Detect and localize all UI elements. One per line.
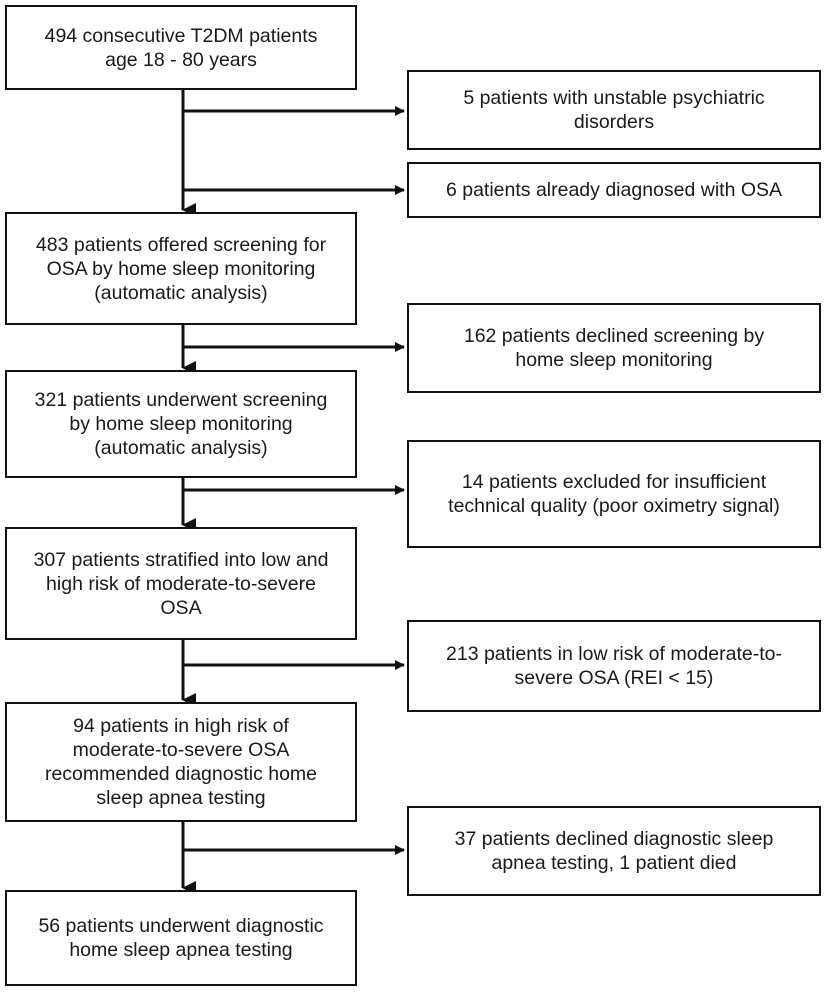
main-box-1: 494 consecutive T2DM patients age 18 - 8… bbox=[5, 5, 357, 90]
exclusion-box-5: 213 patients in low risk of moderate-to-… bbox=[407, 620, 821, 712]
main-box-4: 307 patients stratified into low and hig… bbox=[5, 527, 357, 640]
exclusion-box-3-text: 162 patients declined screening by home … bbox=[463, 325, 765, 371]
exclusion-box-4: 14 patients excluded for insufficient te… bbox=[407, 440, 821, 548]
main-box-6-text: 56 patients underwent diagnostic home sl… bbox=[38, 915, 324, 961]
exclusion-box-1: 5 patients with unstable psychiatric dis… bbox=[407, 70, 821, 150]
main-box-1-text: 494 consecutive T2DM patients age 18 - 8… bbox=[44, 24, 318, 71]
main-box-6: 56 patients underwent diagnostic home sl… bbox=[5, 890, 357, 986]
main-box-2-text: 483 patients offered screening for OSA b… bbox=[35, 233, 327, 304]
exclusion-box-1-text: 5 patients with unstable psychiatric dis… bbox=[463, 87, 765, 133]
main-box-4-text: 307 patients stratified into low and hig… bbox=[33, 548, 329, 619]
main-box-2: 483 patients offered screening for OSA b… bbox=[5, 212, 357, 325]
main-box-5: 94 patients in high risk of moderate-to-… bbox=[5, 702, 357, 822]
exclusion-box-5-text: 213 patients in low risk of moderate-to-… bbox=[446, 643, 782, 689]
main-box-5-text: 94 patients in high risk of moderate-to-… bbox=[44, 715, 318, 809]
exclusion-box-6: 37 patients declined diagnostic sleep ap… bbox=[407, 806, 821, 896]
exclusion-box-6-text: 37 patients declined diagnostic sleep ap… bbox=[454, 828, 774, 874]
exclusion-box-2: 6 patients already diagnosed with OSA bbox=[407, 162, 821, 218]
main-box-3-text: 321 patients underwent screening by home… bbox=[34, 389, 328, 459]
exclusion-box-4-text: 14 patients excluded for insufficient te… bbox=[448, 471, 780, 517]
exclusion-box-3: 162 patients declined screening by home … bbox=[407, 303, 821, 393]
exclusion-box-2-text: 6 patients already diagnosed with OSA bbox=[445, 179, 783, 201]
main-box-3: 321 patients underwent screening by home… bbox=[5, 370, 357, 478]
